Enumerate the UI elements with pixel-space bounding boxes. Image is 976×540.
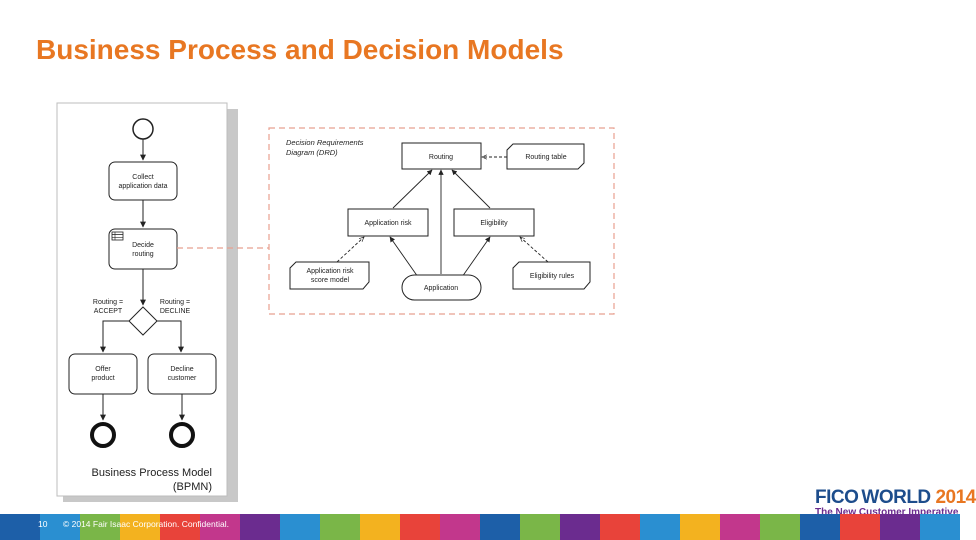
decline-task-line2: customer <box>168 375 197 382</box>
application-input-data: Application <box>401 274 482 301</box>
page-number: 10 <box>38 519 48 529</box>
footer-band-segment <box>600 514 640 540</box>
decide-task-line2: routing <box>132 251 154 258</box>
bpmn-caption-line2: (BPMN) <box>173 481 212 493</box>
footer-band-segment <box>440 514 480 540</box>
accept-label-line1: Routing = <box>93 299 123 306</box>
offer-product-task: Offer product <box>68 353 138 395</box>
footer-band-segment <box>640 514 680 540</box>
start-event <box>132 118 154 140</box>
offer-task-line2: product <box>91 375 114 382</box>
footer-band-segment <box>280 514 320 540</box>
decline-label-line2: DECLINE <box>160 308 191 315</box>
risk-score-model-knowledge: Application risk score model <box>289 261 370 290</box>
footer-band-segment <box>80 514 120 540</box>
drd-caption-line2: Diagram (DRD) <box>286 148 338 157</box>
routing-table-knowledge: Routing table <box>506 143 585 170</box>
decline-customer-task: Decline customer <box>147 353 217 395</box>
drd-panel: Decision Requirements Diagram (DRD) Rout… <box>268 127 615 315</box>
logo-year: 2014 <box>935 487 976 508</box>
logo-world: WORLD <box>861 487 931 508</box>
eligibility-rules-knowledge: Eligibility rules <box>512 261 591 290</box>
decide-task-line1: Decide <box>132 242 154 249</box>
footer-band-segment <box>840 514 880 540</box>
end-event-decline <box>169 422 195 448</box>
decline-label-line1: Routing = <box>160 299 190 306</box>
footer-band-segment <box>40 514 80 540</box>
collect-application-data-task: Collect application data <box>108 161 178 201</box>
footer-band-segment <box>400 514 440 540</box>
footer-band-segment <box>360 514 400 540</box>
routing-decision: Routing <box>401 142 482 170</box>
application-label: Application <box>424 285 458 292</box>
footer-band-segment <box>240 514 280 540</box>
decide-routing-task: Decide routing <box>108 228 178 270</box>
drd-caption-line1: Decision Requirements <box>286 138 364 147</box>
routing-label: Routing <box>429 154 453 161</box>
footer-band-segment <box>320 514 360 540</box>
exclusive-gateway <box>128 306 158 336</box>
business-rule-icon <box>111 231 124 241</box>
slide-title: Business Process and Decision Models <box>36 34 564 65</box>
bpmn-caption-line1: Business Process Model <box>92 467 212 479</box>
end-event-offer <box>90 422 116 448</box>
application-risk-decision: Application risk <box>347 208 429 237</box>
risk-score-model-line1: Application risk <box>306 268 354 275</box>
footer-band-segment <box>720 514 760 540</box>
collect-task-line2: application data <box>118 183 167 190</box>
collect-task-line1: Collect <box>132 174 153 181</box>
footer-band-segment <box>160 514 200 540</box>
risk-score-model-line2: score model <box>311 277 350 284</box>
footer-band-segment <box>200 514 240 540</box>
bpmn-panel: Collect application data Decide routing … <box>56 102 238 502</box>
footer-band-segment <box>880 514 920 540</box>
accept-label-line2: ACCEPT <box>94 308 123 315</box>
footer-band-segment <box>480 514 520 540</box>
eligibility-label: Eligibility <box>480 220 508 227</box>
footer-band-segment <box>520 514 560 540</box>
footer-band-segment <box>760 514 800 540</box>
footer-band-segment <box>0 514 40 540</box>
logo-tagline: The New Customer Imperative <box>815 507 959 518</box>
footer-band-segment <box>680 514 720 540</box>
logo-fico: FICO <box>815 487 859 508</box>
application-risk-label: Application risk <box>364 220 412 227</box>
footer-band <box>0 514 960 540</box>
footer-band-segment <box>560 514 600 540</box>
offer-task-line1: Offer <box>95 366 111 373</box>
eligibility-decision: Eligibility <box>453 208 535 237</box>
copyright-notice: © 2014 Fair Isaac Corporation. Confident… <box>63 519 229 529</box>
footer-band-segment <box>920 514 960 540</box>
decline-task-line1: Decline <box>170 366 193 373</box>
footer-band-segment <box>800 514 840 540</box>
footer-band-segment <box>120 514 160 540</box>
eligibility-rules-label: Eligibility rules <box>530 273 575 280</box>
routing-table-label: Routing table <box>525 154 566 161</box>
